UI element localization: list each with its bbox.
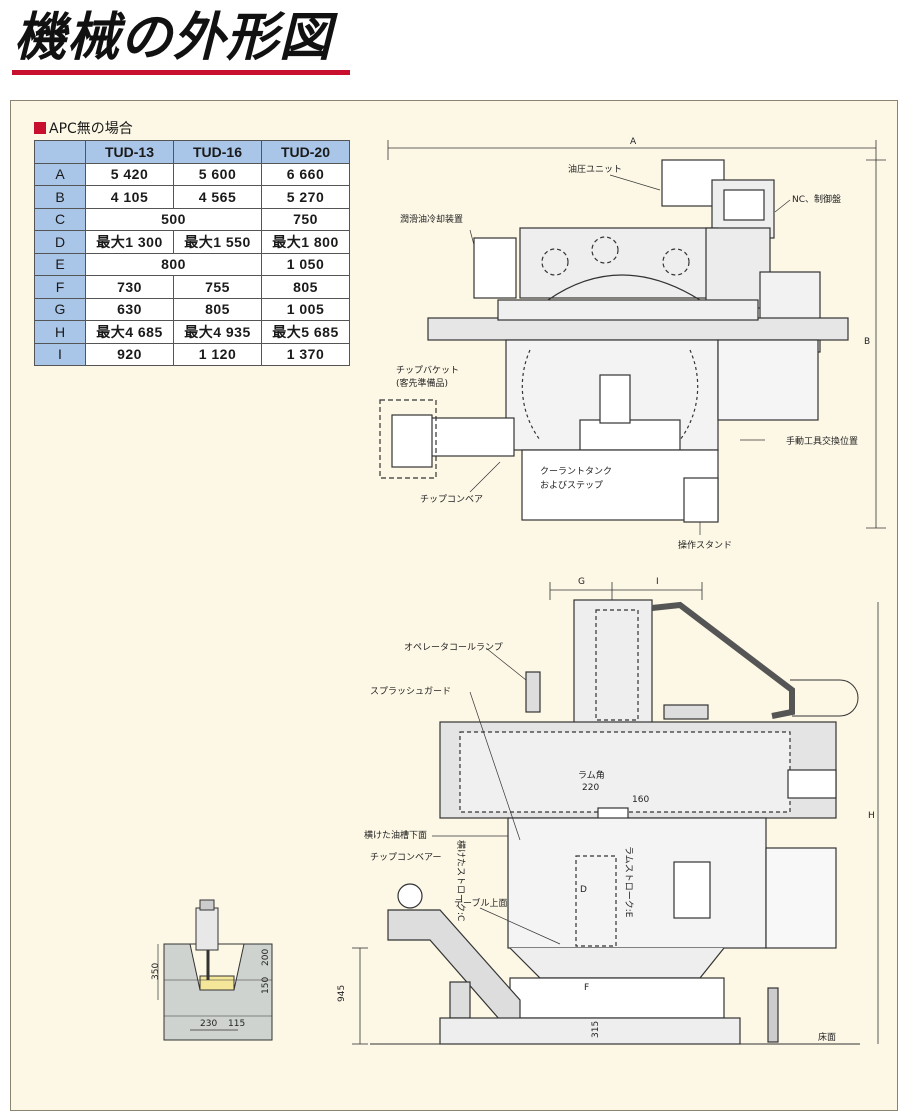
label-200: 200 <box>261 949 271 966</box>
plan-dim-a: A <box>630 137 637 147</box>
row-label: A <box>34 162 86 186</box>
label-ram-size-value: 220 <box>582 783 599 793</box>
label-945: 945 <box>337 985 347 1002</box>
column-header: TUD-20 <box>261 140 350 164</box>
label-coolant-tank: クーラントタンク <box>540 466 612 477</box>
table-cell: 755 <box>173 275 262 299</box>
label-dim-f: F <box>584 983 589 993</box>
table-cell: 630 <box>85 297 174 321</box>
row-label: D <box>34 230 86 254</box>
table-cell: 5 420 <box>85 162 174 186</box>
table-cell: 1 370 <box>261 342 350 366</box>
label-150: 150 <box>261 977 271 994</box>
row-label: I <box>34 342 86 366</box>
table-cell: 805 <box>173 297 262 321</box>
table-cell: 730 <box>85 275 174 299</box>
plan-labels: A B 油圧ユニット NC、制御盤 潤滑油冷却装置 チップバケット (客先準備品… <box>396 137 870 551</box>
column-header: TUD-13 <box>85 140 174 164</box>
column-header: TUD-16 <box>173 140 262 164</box>
label-op-stand: 操作スタンド <box>678 539 732 551</box>
label-dim-d: D <box>580 885 587 895</box>
elevation-labels: G I H オペレータコールランプ スプラッシュガード ラム角 220 160 … <box>337 577 875 1043</box>
table-cell: 最大1 550 <box>173 230 262 254</box>
label-operator-lamp: オペレータコールランプ <box>404 642 503 653</box>
elevation-view <box>352 582 879 1045</box>
table-cell: 1 120 <box>173 342 262 366</box>
label-table-top: テーブル上面 <box>454 897 507 909</box>
label-chip-bucket-note: (客先準備品) <box>396 377 448 389</box>
table-cell: 750 <box>261 207 350 231</box>
foundation-detail <box>157 899 273 1041</box>
label-nc-panel: NC、制御盤 <box>792 193 841 205</box>
title-underline <box>12 70 350 75</box>
table-cell: 最大4 935 <box>173 320 262 344</box>
table-cell: 800 <box>85 252 262 276</box>
table-cell: 920 <box>85 342 174 366</box>
label-230: 230 <box>200 1019 217 1029</box>
table-cell: 4 565 <box>173 185 262 209</box>
plan-dim-b: B <box>864 337 870 347</box>
label-ram-size: ラム角 <box>578 769 605 781</box>
label-hydraulic-unit: 油圧ユニット <box>568 163 622 175</box>
label-coolant-step: およびステップ <box>540 480 603 491</box>
label-lubrication: 潤滑油冷却装置 <box>400 213 463 225</box>
table-cell: 6 660 <box>261 162 350 186</box>
label-350: 350 <box>151 963 161 980</box>
elev-dim-i: I <box>656 577 659 587</box>
label-chip-conveyor: チップコンベア <box>420 494 483 505</box>
row-label: B <box>34 185 86 209</box>
label-floor: 床面 <box>818 1031 836 1043</box>
label-ram-stroke: ラムストローク:E <box>623 846 634 918</box>
table-cell: 4 105 <box>85 185 174 209</box>
label-crossrail-stroke: 横けたストローク:C <box>455 840 467 921</box>
red-square-icon <box>34 122 46 134</box>
row-label: F <box>34 275 86 299</box>
label-splash-guard: スプラッシュガード <box>370 686 451 697</box>
table-cell: 1 050 <box>261 252 350 276</box>
table-caption-text: APC無の場合 <box>49 121 133 137</box>
table-cell: 805 <box>261 275 350 299</box>
label-chip-bucket: チップバケット <box>396 365 459 376</box>
row-label: C <box>34 207 86 231</box>
label-tool-change: 手動工具交換位置 <box>786 435 858 447</box>
table-corner <box>34 140 86 164</box>
label-160: 160 <box>632 795 649 805</box>
table-cell: 最大5 685 <box>261 320 350 344</box>
table-cell: 最大1 300 <box>85 230 174 254</box>
label-315: 315 <box>591 1021 601 1038</box>
label-crossrail-bottom: 横けた油槽下面 <box>364 829 427 841</box>
table-header-row: TUD-13 TUD-16 TUD-20 <box>34 140 350 164</box>
page-title: 機械の外形図 <box>14 8 333 68</box>
table-cell: 5 600 <box>173 162 262 186</box>
table-cell: 500 <box>85 207 262 231</box>
table-caption: APC無の場合 <box>34 118 133 138</box>
label-115: 115 <box>228 1019 245 1029</box>
label-chip-conveyor-elev: チップコンベアー <box>370 852 441 863</box>
foundation-labels: 350 200 150 230 115 <box>151 949 271 1029</box>
plan-view <box>379 140 886 535</box>
elev-dim-g: G <box>578 577 585 587</box>
table-cell: 最大1 800 <box>261 230 350 254</box>
table-cell: 5 270 <box>261 185 350 209</box>
elev-dim-h: H <box>868 811 875 821</box>
